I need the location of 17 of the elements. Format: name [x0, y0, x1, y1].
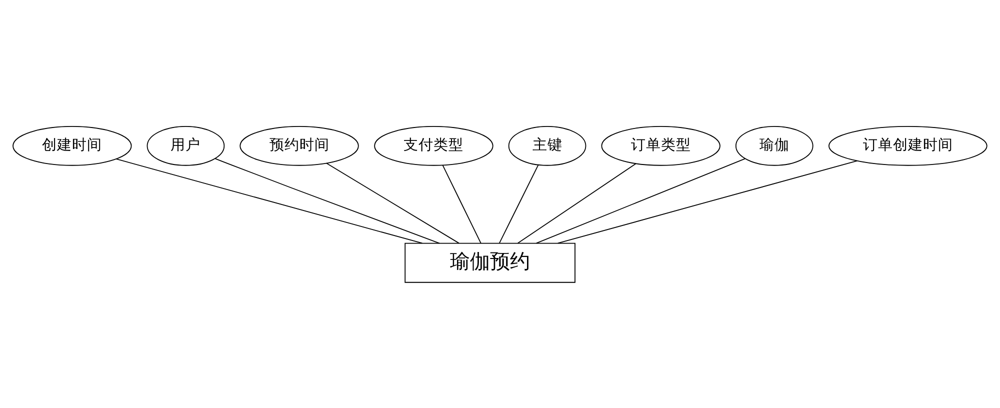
node-ellipse: 创建时间 — [12, 126, 132, 166]
node-ellipse: 支付类型 — [374, 126, 494, 166]
connector — [498, 164, 539, 244]
connector — [557, 160, 858, 244]
node-ellipse: 订单创建时间 — [828, 126, 988, 166]
node-ellipse: 预约时间 — [240, 126, 359, 166]
connector — [536, 158, 746, 244]
node-ellipse: 瑜伽 — [735, 126, 814, 166]
node-ellipse: 订单类型 — [601, 126, 720, 166]
node-ellipse: 主键 — [508, 126, 586, 166]
connector — [326, 162, 460, 244]
node-ellipse: 用户 — [146, 126, 225, 166]
connector — [442, 164, 482, 244]
connector — [116, 158, 423, 244]
node-box: 瑜伽预约 — [404, 242, 576, 282]
connector — [214, 158, 440, 244]
connector — [517, 162, 637, 244]
